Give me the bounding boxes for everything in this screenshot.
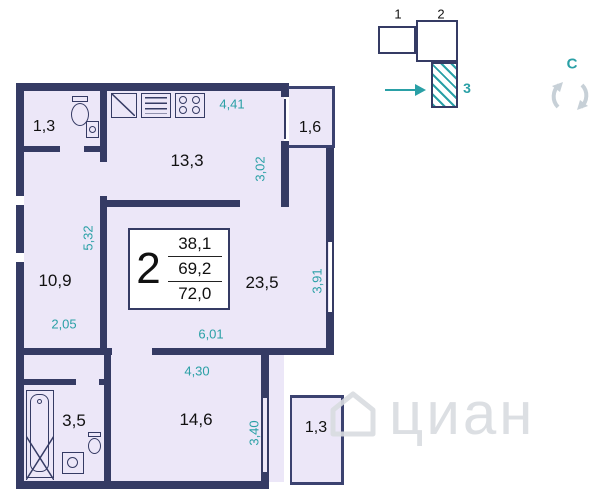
drainer-icon: [141, 93, 171, 118]
dimension-label: 3,91: [309, 268, 325, 294]
balcony-wall: [288, 86, 335, 89]
room-label-wc: 1,3: [32, 118, 56, 135]
window-line: [267, 398, 269, 472]
section-1-label: 1: [394, 6, 402, 22]
room-label-room-bottom: 14,6: [179, 410, 213, 429]
toilet-icon: [71, 103, 89, 126]
dimension-label: 3,40: [246, 420, 262, 446]
dimension-label: 4,41: [219, 96, 245, 112]
toilet-icon: [72, 96, 88, 102]
wall-segment: [261, 352, 269, 398]
room-fill-living-right: [284, 148, 329, 348]
wall-segment: [99, 379, 110, 385]
room-fill-balcony-bottom: [291, 397, 341, 482]
balcony-wall: [341, 395, 344, 485]
room-fill-balcony-top: [289, 88, 333, 145]
dimension-label: 6,01: [198, 326, 224, 342]
bathtub-drain: [37, 399, 42, 404]
wall-segment: [261, 472, 269, 489]
balcony-wall: [290, 395, 292, 485]
wall-segment: [326, 312, 334, 352]
area-base: 69,2: [167, 256, 222, 281]
window-line: [326, 242, 328, 312]
section-1-outline: [378, 26, 416, 54]
section-3-label: 3: [463, 80, 471, 96]
section-2-outline: [416, 20, 458, 62]
drainer-lines: [145, 97, 167, 114]
room-label-balcony-top: 1,6: [298, 119, 322, 136]
burner: [192, 106, 200, 114]
wall-opening: [16, 253, 24, 262]
dimension-label: 2,05: [51, 316, 77, 332]
rooms-count: 2: [136, 244, 161, 293]
area-living: 38,1: [178, 234, 212, 253]
apartment-info-box: 2 38,1 69,2 72,0: [128, 228, 230, 310]
stove-icon: [175, 93, 205, 118]
window-line: [261, 398, 263, 472]
balcony-wall: [288, 145, 335, 148]
room-label-living: 23,5: [245, 273, 279, 292]
room-label-balcony-bottom: 1,3: [304, 419, 328, 436]
wall-segment: [24, 146, 60, 152]
wall-segment: [16, 83, 288, 91]
wall-segment: [16, 83, 24, 489]
shower-cross-icon: [26, 436, 54, 480]
wall-segment: [103, 200, 240, 207]
burner: [192, 96, 200, 104]
balcony-door-line: [284, 99, 286, 139]
watermark: циан: [327, 384, 535, 444]
balcony-wall: [290, 395, 344, 398]
room-label-bathroom: 3,5: [62, 411, 86, 430]
washbasin-bowl: [89, 126, 96, 133]
area-total: 72,0: [167, 281, 222, 306]
direction-arrow-icon: [385, 84, 426, 96]
section-2-label: 2: [437, 6, 445, 22]
wall-opening: [16, 196, 24, 205]
dimension-label: 3,02: [252, 156, 268, 182]
area-figures: 38,1 69,2 72,0: [167, 232, 222, 306]
bathtub-inner: [30, 394, 49, 472]
window-line: [332, 242, 334, 312]
wall-segment: [84, 146, 107, 152]
toilet-icon: [88, 432, 101, 437]
wall-segment: [16, 348, 112, 355]
watermark-text: циан: [389, 380, 536, 447]
room-label-room-left: 10,9: [38, 271, 72, 290]
burner: [179, 96, 187, 104]
kitchen-sink-icon: [111, 93, 137, 118]
balcony-wall: [332, 86, 335, 148]
wall-segment: [100, 91, 107, 148]
wall-segment: [152, 348, 334, 355]
dimension-label: 4,30: [184, 363, 210, 379]
wall-segment: [16, 481, 268, 489]
rotation-arrows-icon: [551, 82, 589, 110]
washing-machine-icon: [62, 452, 84, 474]
balcony-wall: [290, 482, 344, 485]
dimension-label: 5,32: [80, 225, 96, 251]
wall-segment: [100, 196, 107, 348]
wall-segment: [281, 83, 289, 97]
washbasin-icon: [86, 121, 99, 138]
sink-diagonal: [112, 94, 135, 116]
compass-north-label: С: [566, 55, 578, 73]
bathtub-icon: [26, 390, 54, 478]
wall-segment: [100, 146, 107, 162]
wall-segment: [104, 355, 111, 489]
section-3-highlight: [431, 62, 458, 108]
wall-segment: [16, 379, 76, 385]
burner: [179, 106, 187, 114]
wall-segment: [326, 146, 334, 242]
washer-drum: [67, 457, 78, 468]
room-label-kitchen: 13,3: [170, 151, 204, 170]
toilet-icon: [88, 438, 101, 454]
wall-segment: [281, 141, 289, 207]
